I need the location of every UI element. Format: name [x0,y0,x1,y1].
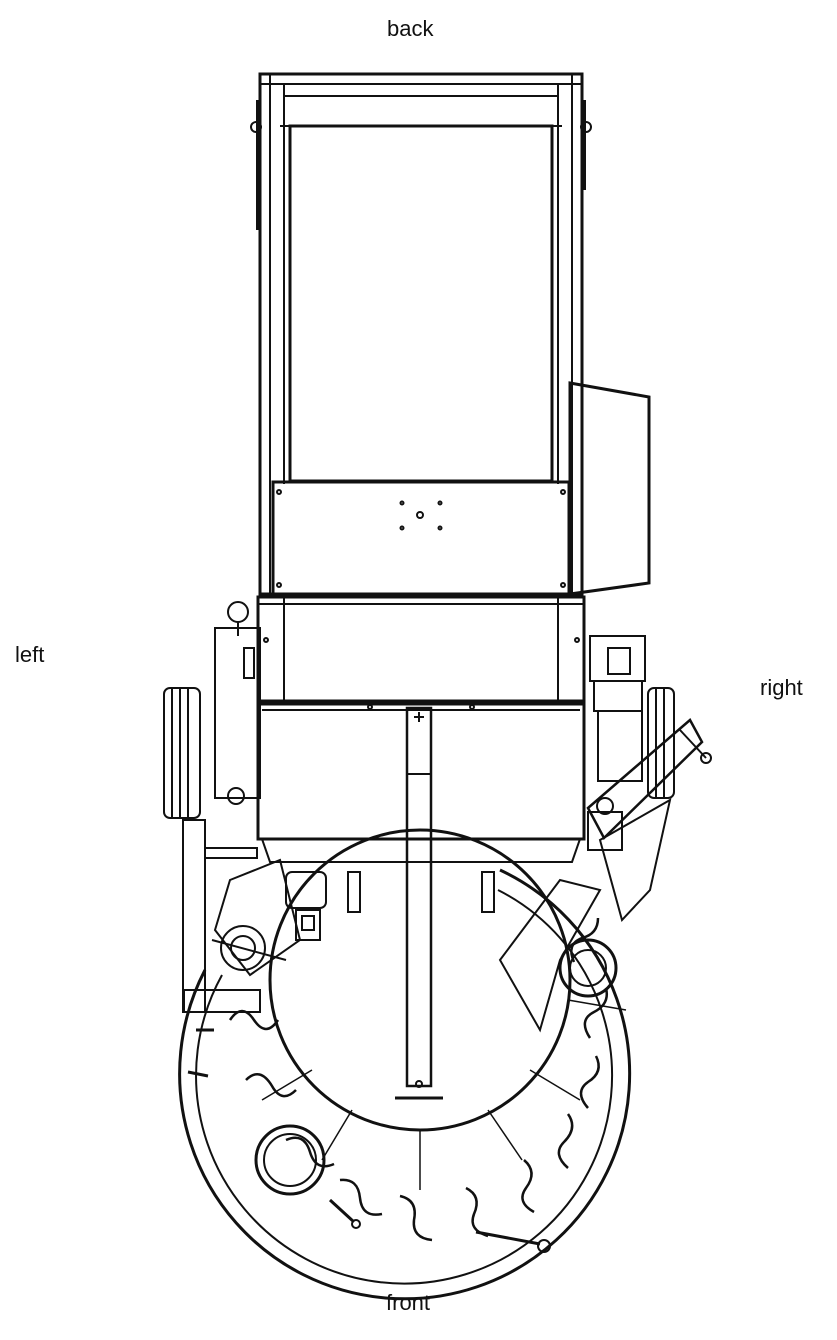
right-capping-unit [498,718,712,1033]
carousel-spokes [261,999,627,1190]
front-handle [328,1198,551,1253]
left-motor [163,601,261,819]
orientation-label-left: left [15,642,45,667]
rear-panel [271,480,571,596]
front-box [256,702,586,863]
carousel-pockets [228,917,608,1242]
orientation-label-back: back [387,16,434,41]
left-bracket [182,819,327,1013]
carousel-tabs [187,871,495,1078]
orientation-label-front: front [386,1290,431,1315]
rear-hopper-frame [250,72,592,596]
orientation-label-right: right [760,675,803,700]
front-bin [254,1124,326,1196]
central-shaft [395,706,443,1100]
middle-frame [256,595,586,703]
control-box [568,381,651,596]
left-drum-unit [211,858,302,977]
right-motor [587,635,675,851]
carousel [178,828,632,1301]
